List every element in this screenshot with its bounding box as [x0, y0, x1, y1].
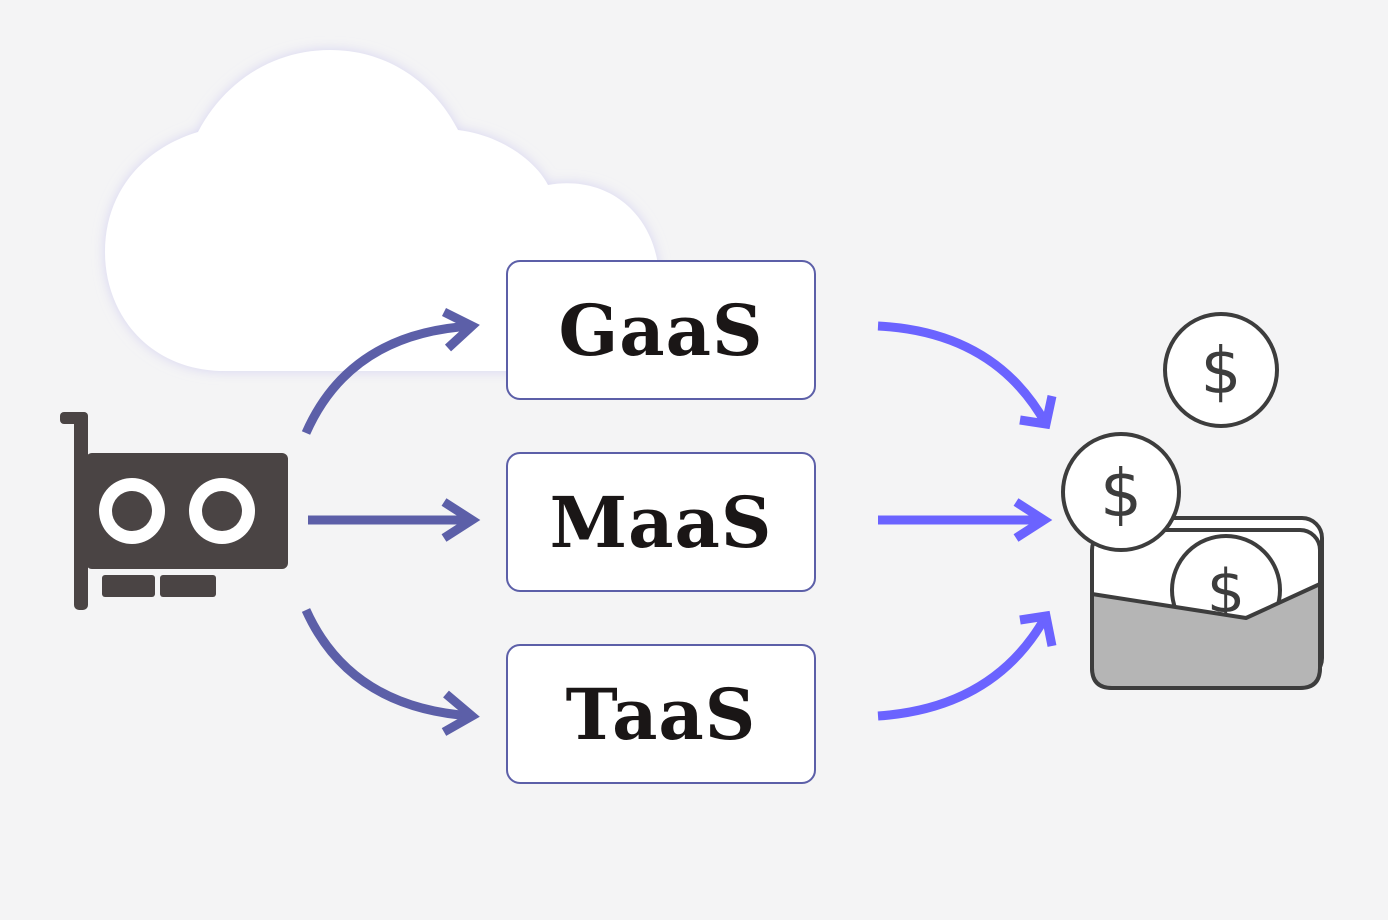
dollar-coin-icon: $ [1163, 312, 1279, 428]
wallet-with-coins-icon: $ [1090, 516, 1324, 690]
service-box-gaas: GaaS [506, 260, 816, 400]
service-box-maas: MaaS [506, 452, 816, 592]
arrow-to-maas [308, 498, 481, 542]
arrow-gaas-to-wallet [877, 321, 1057, 430]
svg-text:$: $ [1100, 455, 1142, 532]
svg-text:$: $ [1201, 335, 1242, 409]
service-label: MaaS [549, 480, 773, 564]
arrow-to-taas [301, 608, 480, 736]
service-box-taas: TaaS [506, 644, 816, 784]
dollar-coin-icon: $ [1061, 432, 1181, 552]
gpu-card-icon [60, 412, 288, 610]
arrow-to-gaas [301, 307, 480, 435]
arrow-taas-to-wallet [877, 610, 1057, 721]
service-label: TaaS [565, 672, 757, 756]
arrow-maas-to-wallet [878, 498, 1053, 542]
service-label: GaaS [558, 288, 764, 372]
